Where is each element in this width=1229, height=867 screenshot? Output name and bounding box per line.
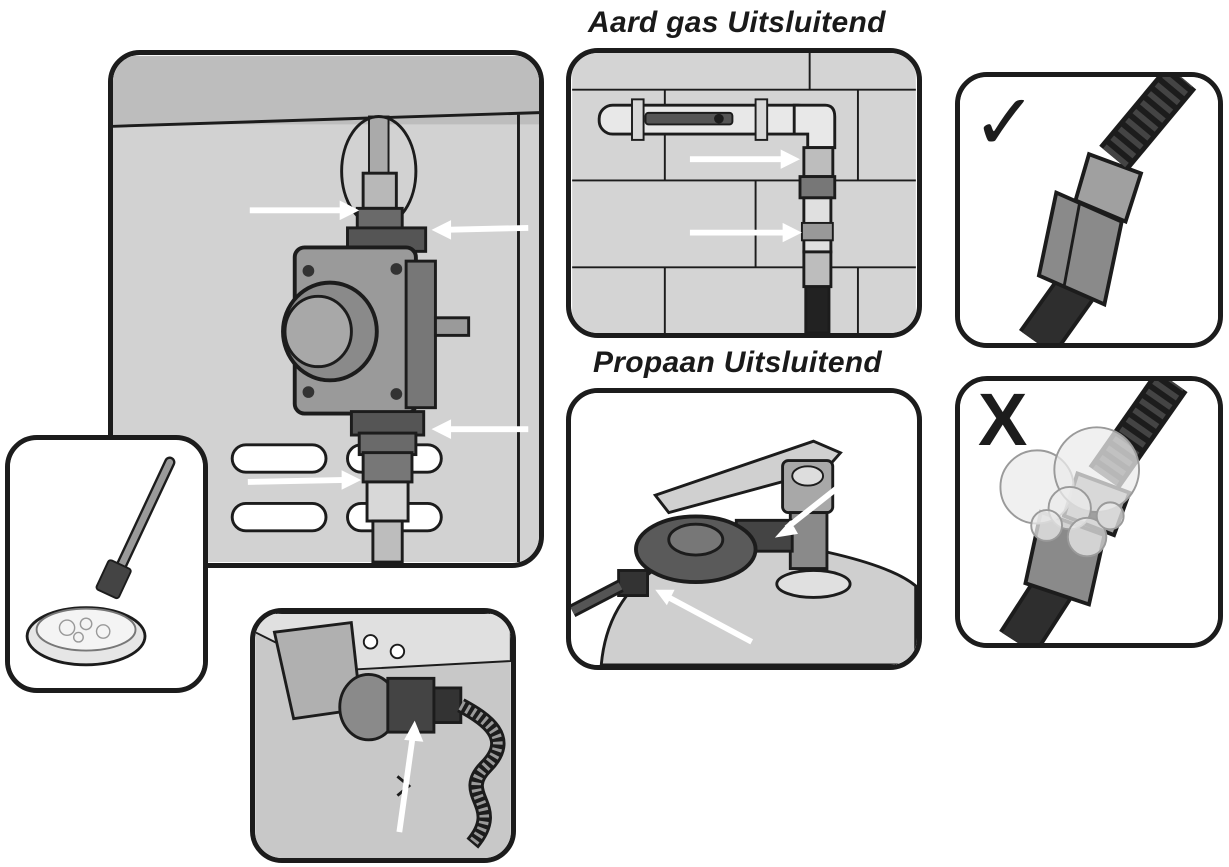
propane-regulator-illustration [571, 393, 917, 665]
tank-hose-illustration [255, 613, 511, 858]
natural-gas-pipe-illustration [572, 53, 916, 333]
brush-and-bowl-illustration [10, 441, 203, 687]
leak-bubbles [999, 426, 1141, 558]
panel-propane-connection [566, 388, 922, 670]
cross-icon: X [978, 378, 1028, 461]
panel-tank-hose-connection [250, 608, 516, 863]
panel-natural-gas-connection [566, 48, 922, 338]
leaking-fitting-illustration [960, 381, 1218, 643]
panel-soap-brush [5, 435, 208, 693]
heading-propane-only: Propaan Uitsluitend [593, 346, 883, 379]
heading-natural-gas-only: Aard gas Uitsluitend [588, 6, 886, 39]
checkmark-icon: ✓ [972, 78, 1038, 166]
correct-fitting-illustration [960, 77, 1218, 343]
panel-no-leak-correct: ✓ [955, 72, 1223, 348]
panel-leak-incorrect: X [955, 376, 1223, 648]
